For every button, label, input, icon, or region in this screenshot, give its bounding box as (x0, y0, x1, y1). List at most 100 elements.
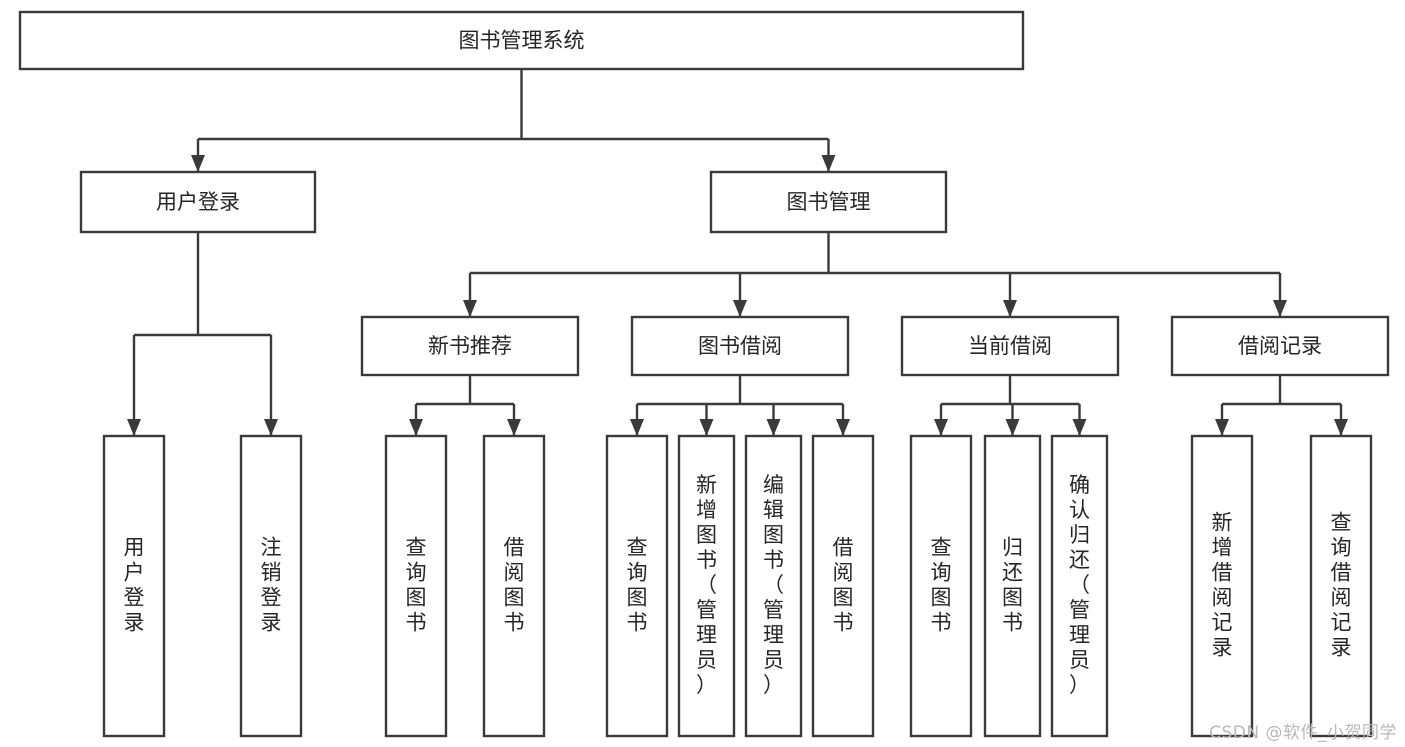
nodes-layer: 图书管理系统用户登录图书管理新书推荐图书借阅当前借阅借阅记录用户登录注销登录查询… (18, 10, 1390, 738)
node-label-leaf-confirm-return-char-3: 还 (1069, 548, 1090, 572)
arrow-head-icon (630, 419, 644, 436)
node-label-leaf-query-book-borrow-char-1: 询 (627, 561, 648, 585)
node-label-leaf-edit-book-char-8: ） (763, 673, 784, 697)
node-box-leaf-logout[interactable] (239, 434, 303, 738)
node-box-root[interactable] (18, 10, 1025, 71)
node-label-leaf-return-book-char-0: 归 (1002, 536, 1023, 560)
node-box-book-management[interactable] (709, 170, 948, 234)
node-box-leaf-add-record[interactable] (1190, 434, 1254, 738)
node-box-leaf-query-book-borrow[interactable] (605, 434, 669, 738)
node-label-leaf-query-book-rec-char-2: 图 (406, 586, 427, 610)
node-label-leaf-confirm-return-char-0: 确 (1069, 473, 1090, 497)
watermark-label: CSDN @软件_小贺同学 (1209, 723, 1397, 743)
node-label-leaf-confirm-return-char-2: 归 (1069, 523, 1090, 547)
node-label-leaf-borrow-book-rec-char-3: 书 (504, 611, 525, 635)
arrow-head-icon (191, 155, 205, 172)
node-box-new-book-recommend[interactable] (360, 315, 580, 377)
node-box-leaf-user-login[interactable] (102, 434, 166, 738)
node-box-borrow-record[interactable] (1170, 315, 1390, 377)
node-box-leaf-query-book-current[interactable] (909, 434, 973, 738)
node-label-leaf-add-record-char-2: 借 (1212, 561, 1233, 585)
node-label-leaf-query-record-char-3: 阅 (1331, 586, 1352, 610)
node-box-leaf-edit-book[interactable] (744, 434, 803, 738)
node-user-login[interactable]: 用户登录 (79, 170, 317, 234)
node-root[interactable]: 图书管理系统 (18, 10, 1025, 71)
node-label-leaf-confirm-return-char-7: 员 (1069, 648, 1090, 672)
arrow-head-icon (836, 419, 850, 436)
connector-group-new-book-recommend (409, 375, 521, 436)
arrow-head-icon (409, 419, 423, 436)
node-box-book-borrow[interactable] (630, 315, 850, 377)
connector-group-current-borrow (934, 375, 1087, 436)
node-borrow-record[interactable]: 借阅记录 (1170, 315, 1390, 377)
node-box-leaf-return-book[interactable] (983, 434, 1042, 738)
node-box-leaf-borrow-book[interactable] (811, 434, 875, 738)
node-label-leaf-query-book-rec-char-1: 询 (406, 561, 427, 585)
node-label-current-borrow: 当前借阅 (968, 334, 1052, 358)
node-label-leaf-confirm-return-char-4: （ (1069, 573, 1090, 597)
node-box-leaf-borrow-book-rec[interactable] (482, 434, 546, 738)
node-label-leaf-query-book-borrow-char-0: 查 (627, 536, 648, 560)
node-box-leaf-query-record[interactable] (1309, 434, 1373, 738)
node-label-leaf-query-record-char-0: 查 (1331, 511, 1352, 535)
node-box-current-borrow[interactable] (900, 315, 1120, 377)
node-label-leaf-return-book-char-3: 书 (1002, 611, 1023, 635)
node-box-leaf-confirm-return[interactable] (1050, 434, 1109, 738)
node-label-leaf-confirm-return-char-6: 理 (1069, 623, 1090, 647)
arrow-head-icon (1072, 419, 1087, 436)
connector-group-book-management (463, 232, 1287, 317)
node-leaf-user-login[interactable]: 用户登录 (102, 434, 166, 738)
node-label-leaf-borrow-book-rec-char-1: 阅 (504, 561, 525, 585)
node-label-new-book-recommend: 新书推荐 (428, 334, 512, 358)
node-current-borrow[interactable]: 当前借阅 (900, 315, 1120, 377)
node-box-user-login[interactable] (79, 170, 317, 234)
node-label-leaf-add-book-char-7: 员 (696, 648, 717, 672)
node-label-leaf-logout-char-2: 登 (261, 586, 282, 610)
node-label-leaf-add-record-char-0: 新 (1212, 511, 1233, 535)
arrow-head-icon (733, 300, 747, 317)
node-box-leaf-query-book-rec[interactable] (384, 434, 448, 738)
node-box-leaf-add-book[interactable] (677, 434, 736, 738)
node-label-leaf-query-record-char-2: 借 (1331, 561, 1352, 585)
node-new-book-recommend[interactable]: 新书推荐 (360, 315, 580, 377)
arrow-head-icon (1003, 300, 1017, 317)
node-label-leaf-logout-char-0: 注 (261, 536, 282, 560)
arrow-head-icon (1005, 419, 1020, 436)
node-label-leaf-query-book-current-char-2: 图 (931, 586, 952, 610)
node-label-leaf-query-record-char-1: 询 (1331, 536, 1352, 560)
node-label-leaf-confirm-return-char-1: 认 (1069, 498, 1090, 522)
arrow-head-icon (766, 419, 781, 436)
arrow-head-icon (507, 419, 521, 436)
node-label-leaf-add-book-char-1: 增 (696, 498, 717, 522)
node-label-leaf-edit-book-char-4: （ (763, 573, 784, 597)
node-label-leaf-return-book-char-2: 图 (1002, 586, 1023, 610)
node-label-leaf-query-book-borrow-char-2: 图 (627, 586, 648, 610)
connector-group-user-login (127, 232, 278, 436)
node-label-leaf-edit-book-char-6: 理 (763, 623, 784, 647)
node-book-borrow[interactable]: 图书借阅 (630, 315, 850, 377)
node-book-management[interactable]: 图书管理 (709, 170, 948, 234)
node-label-leaf-logout-char-3: 录 (261, 611, 282, 635)
arrow-head-icon (127, 419, 141, 436)
node-label-leaf-add-book-char-6: 理 (696, 623, 717, 647)
node-label-leaf-edit-book-char-1: 辑 (763, 498, 784, 522)
node-label-leaf-user-login-char-0: 用 (124, 536, 145, 560)
connector-group-book-borrow (630, 375, 850, 436)
arrow-head-icon (821, 155, 836, 172)
arrow-head-icon (463, 300, 477, 317)
node-label-leaf-edit-book-char-7: 员 (763, 648, 784, 672)
node-label-leaf-edit-book-char-0: 编 (763, 473, 784, 497)
